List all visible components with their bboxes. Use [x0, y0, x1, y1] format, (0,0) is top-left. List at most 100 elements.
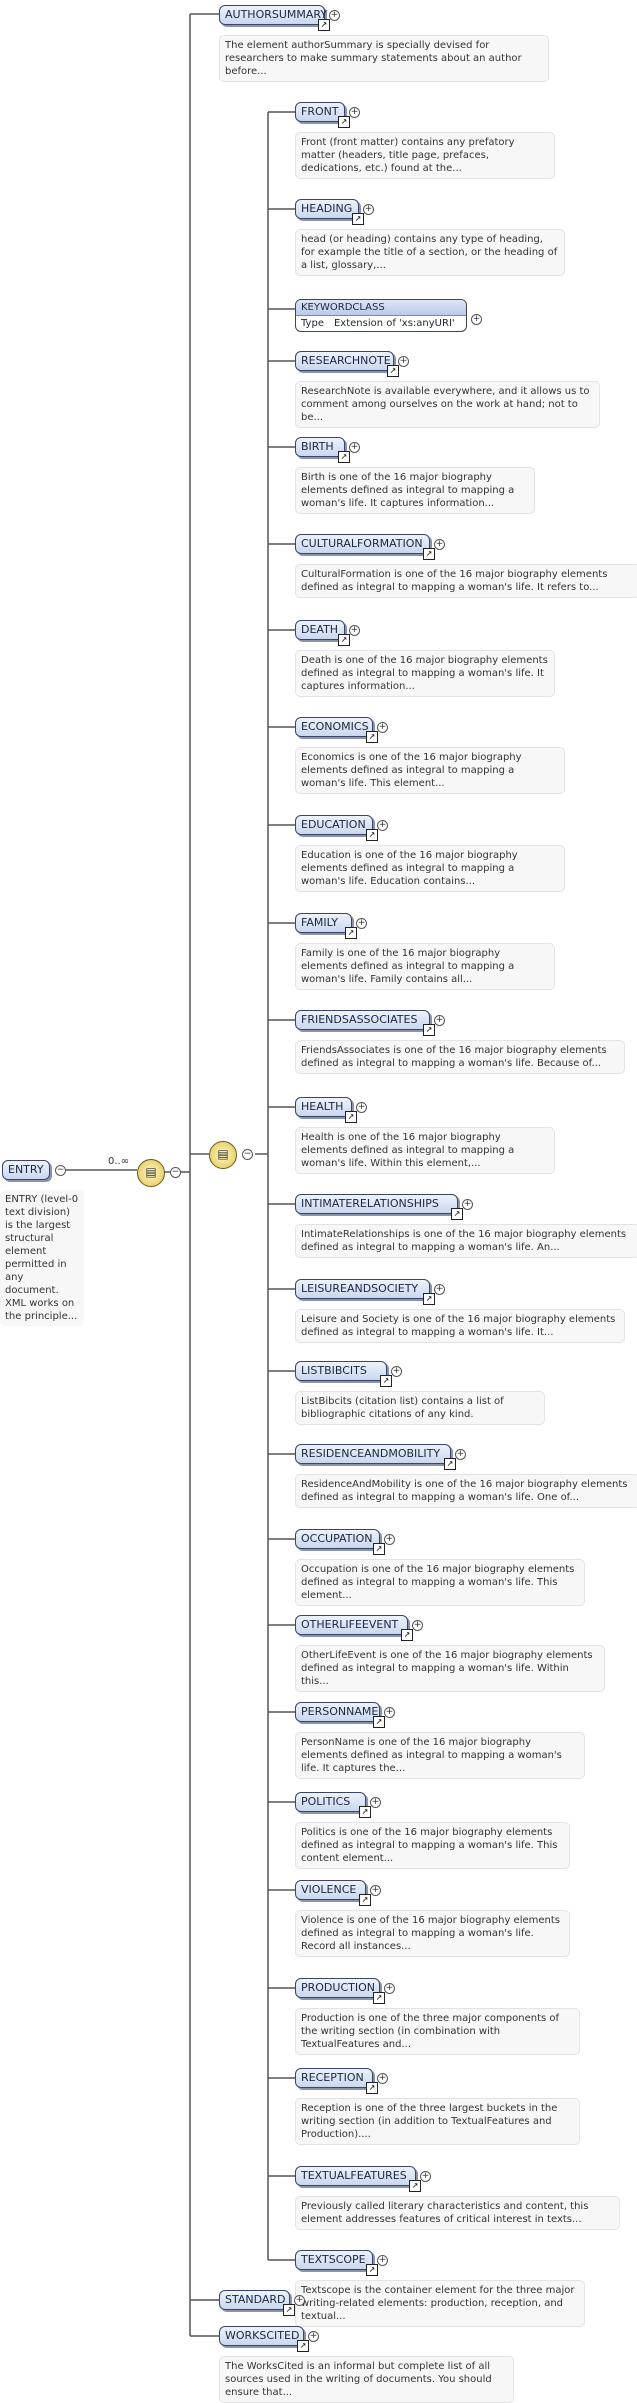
- textscope-node[interactable]: TEXTSCOPE: [295, 2250, 378, 2276]
- authorsummary-label: AUTHORSUMMARY: [225, 8, 328, 21]
- authorsummary-node[interactable]: AUTHORSUMMARY: [219, 5, 330, 31]
- sequence-compositor-icon[interactable]: ▤: [209, 1141, 237, 1169]
- violence-description: Violence is one of the 16 major biograph…: [295, 1910, 570, 1957]
- expand-icon[interactable]: +: [384, 1983, 395, 1994]
- expand-icon[interactable]: +: [377, 820, 388, 831]
- entry-node[interactable]: ENTRY: [2, 1160, 50, 1180]
- residenceandmobility-label: RESIDENCEANDMOBILITY: [301, 1447, 441, 1460]
- textualfeatures-node[interactable]: TEXTUALFEATURES: [295, 2166, 421, 2192]
- expand-icon[interactable]: +: [349, 107, 360, 118]
- friendsassociates-node[interactable]: FRIENDSASSOCIATES: [295, 1010, 435, 1036]
- health-description: Health is one of the 16 major biography …: [295, 1127, 555, 1174]
- expand-icon[interactable]: +: [370, 1797, 381, 1808]
- front-label: FRONT: [301, 105, 339, 118]
- expand-icon[interactable]: +: [377, 2073, 388, 2084]
- production-node[interactable]: PRODUCTION: [295, 1978, 385, 2004]
- listbibcits-description: ListBibcits (citation list) contains a l…: [295, 1391, 545, 1425]
- expand-icon[interactable]: +: [384, 1534, 395, 1545]
- expand-icon[interactable]: +: [455, 1449, 466, 1460]
- expand-icon[interactable]: +: [349, 442, 360, 453]
- friendsassociates-label: FRIENDSASSOCIATES: [301, 1013, 418, 1026]
- sequence-collapse-icon[interactable]: −: [242, 1149, 253, 1160]
- otherlifeevent-node[interactable]: OTHERLIFEEVENT: [295, 1615, 413, 1641]
- expand-icon[interactable]: −: [55, 1165, 66, 1176]
- workscited-description: The WorksCited is an informal but comple…: [219, 2356, 514, 2403]
- choice-compositor-icon[interactable]: ▤: [137, 1159, 165, 1187]
- expand-icon[interactable]: +: [420, 2171, 431, 2182]
- expand-icon[interactable]: +: [434, 1284, 445, 1295]
- textscope-description: Textscope is the container element for t…: [295, 2280, 585, 2327]
- personname-node[interactable]: PERSONNAME: [295, 1702, 385, 1728]
- heading-node[interactable]: HEADING: [295, 199, 364, 225]
- education-node[interactable]: EDUCATION: [295, 815, 378, 841]
- workscited-node[interactable]: WORKSCITED: [219, 2326, 309, 2352]
- front-node[interactable]: FRONT: [295, 102, 350, 128]
- otherlifeevent-description: OtherLifeEvent is one of the 16 major bi…: [295, 1645, 605, 1692]
- politics-description: Politics is one of the 16 major biograph…: [295, 1822, 570, 1869]
- expand-icon[interactable]: +: [349, 625, 360, 636]
- culturalformation-description: CulturalFormation is one of the 16 major…: [295, 564, 637, 598]
- expand-icon[interactable]: +: [384, 1707, 395, 1718]
- expand-icon[interactable]: +: [356, 918, 367, 929]
- researchnote-label: RESEARCHNOTE: [301, 354, 391, 367]
- expand-icon[interactable]: +: [434, 539, 445, 550]
- culturalformation-node[interactable]: CULTURALFORMATION: [295, 534, 435, 560]
- expand-icon[interactable]: +: [412, 1620, 423, 1631]
- health-node[interactable]: HEALTH: [295, 1097, 357, 1123]
- death-node[interactable]: DEATH: [295, 620, 350, 646]
- researchnote-description: ResearchNote is available everywhere, an…: [295, 381, 600, 428]
- researchnote-node[interactable]: RESEARCHNOTE: [295, 351, 399, 377]
- listbibcits-node[interactable]: LISTBIBCITS: [295, 1361, 392, 1387]
- personname-description: PersonName is one of the 16 major biogra…: [295, 1732, 585, 1779]
- death-description: Death is one of the 16 major biography e…: [295, 650, 555, 697]
- residenceandmobility-node[interactable]: RESIDENCEANDMOBILITY: [295, 1444, 456, 1470]
- expand-icon[interactable]: +: [308, 2331, 319, 2342]
- expand-icon[interactable]: +: [329, 10, 340, 21]
- death-label: DEATH: [301, 623, 339, 636]
- keywordclass-label: KEYWORDCLASS: [296, 300, 466, 316]
- authorsummary-description: The element authorSummary is specially d…: [219, 35, 549, 82]
- front-description: Front (front matter) contains any prefat…: [295, 132, 555, 179]
- compositor-collapse-icon[interactable]: −: [170, 1167, 181, 1178]
- family-description: Family is one of the 16 major biography …: [295, 943, 555, 990]
- occupation-description: Occupation is one of the 16 major biogra…: [295, 1559, 585, 1606]
- birth-node[interactable]: BIRTH: [295, 437, 350, 463]
- violence-node[interactable]: VIOLENCE: [295, 1880, 371, 1906]
- expand-icon[interactable]: +: [377, 2255, 388, 2266]
- entry-label: ENTRY: [8, 1163, 44, 1176]
- economics-description: Economics is one of the 16 major biograp…: [295, 747, 565, 794]
- leisureandsociety-node[interactable]: LEISUREANDSOCIETY: [295, 1279, 435, 1305]
- birth-description: Birth is one of the 16 major biography e…: [295, 467, 535, 514]
- family-node[interactable]: FAMILY: [295, 913, 357, 939]
- type-value: Extension of 'xs:anyURI': [333, 318, 455, 329]
- residenceandmobility-description: ResidenceAndMobility is one of the 16 ma…: [295, 1474, 637, 1508]
- economics-label: ECONOMICS: [301, 720, 369, 733]
- expand-icon[interactable]: +: [356, 1102, 367, 1113]
- standard-node[interactable]: STANDARD: [219, 2290, 295, 2316]
- occupation-node[interactable]: OCCUPATION: [295, 1529, 385, 1555]
- expand-icon[interactable]: +: [391, 1366, 402, 1377]
- entry-description: ENTRY (level-0 text division) is the lar…: [0, 1190, 84, 1326]
- birth-label: BIRTH: [301, 440, 334, 453]
- expand-icon[interactable]: +: [398, 356, 409, 367]
- politics-node[interactable]: POLITICS: [295, 1792, 371, 1818]
- heading-description: head (or heading) contains any type of h…: [295, 229, 565, 276]
- expand-icon[interactable]: +: [294, 2295, 305, 2306]
- heading-label: HEADING: [301, 202, 353, 215]
- expand-icon[interactable]: +: [471, 314, 482, 325]
- intimaterelationships-node[interactable]: INTIMATERELATIONSHIPS: [295, 1194, 463, 1220]
- expand-icon[interactable]: +: [363, 204, 374, 215]
- intimaterelationships-description: IntimateRelationships is one of the 16 m…: [295, 1224, 637, 1258]
- reception-label: RECEPTION: [301, 2071, 364, 2084]
- economics-node[interactable]: ECONOMICS: [295, 717, 378, 743]
- expand-icon[interactable]: +: [462, 1199, 473, 1210]
- education-label: EDUCATION: [301, 818, 366, 831]
- standard-label: STANDARD: [225, 2293, 286, 2306]
- expand-icon[interactable]: +: [370, 1885, 381, 1896]
- reception-node[interactable]: RECEPTION: [295, 2068, 378, 2094]
- textualfeatures-description: Previously called literary characteristi…: [295, 2196, 620, 2230]
- expand-icon[interactable]: +: [377, 722, 388, 733]
- expand-icon[interactable]: +: [434, 1015, 445, 1026]
